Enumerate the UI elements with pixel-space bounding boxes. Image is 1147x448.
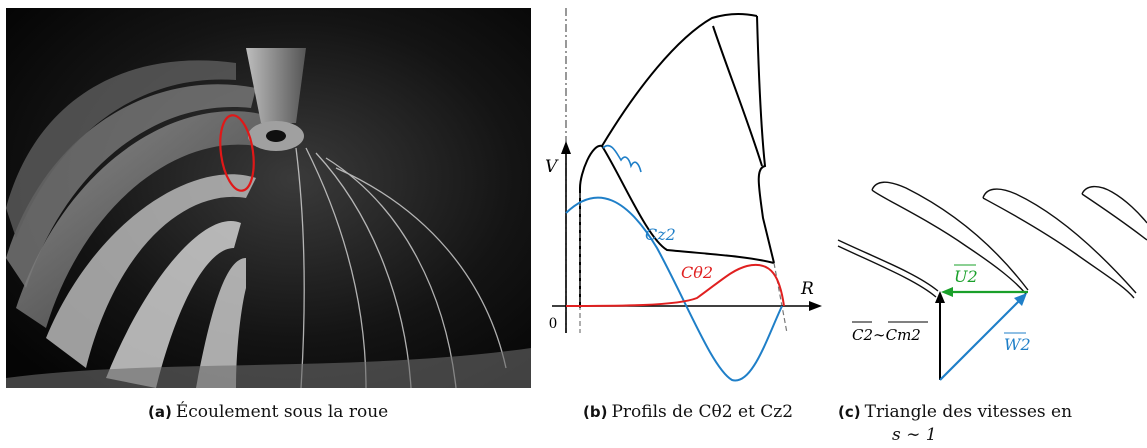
runner-flow-photo bbox=[6, 8, 531, 388]
caption-c-tag: (c) bbox=[838, 403, 861, 421]
w2-vector bbox=[939, 297, 1023, 381]
u2-label: U2 bbox=[954, 267, 978, 286]
caption-a-text: Écoulement sous la roue bbox=[175, 402, 389, 422]
caption-b-tag: (b) bbox=[583, 403, 608, 421]
caption-c: (c)Triangle des vitesses en bbox=[838, 401, 1072, 423]
c2-label: C2∼Cm2 bbox=[852, 326, 921, 344]
velocity-triangle-diagram: U2 W2 C2∼Cm2 bbox=[836, 8, 1147, 388]
blade-profiles bbox=[837, 181, 1147, 299]
cz2-curve bbox=[565, 196, 783, 382]
runner-blade-edges bbox=[295, 147, 507, 388]
flow-separation-wave bbox=[602, 144, 642, 173]
origin-label: 0 bbox=[549, 315, 557, 332]
ctheta2-label: Cθ2 bbox=[681, 263, 713, 282]
r-axis-label: R bbox=[800, 279, 814, 299]
runner-meridian-outline bbox=[579, 13, 775, 308]
caption-a-tag: (a) bbox=[148, 403, 172, 421]
runner-hub bbox=[246, 48, 306, 151]
w2-label: W2 bbox=[1004, 335, 1031, 354]
ctheta2-curve bbox=[565, 263, 785, 307]
cz2-label: Cz2 bbox=[645, 225, 676, 244]
velocity-profile-diagram: V R 0 Cz2 Cθ2 bbox=[537, 8, 824, 388]
caption-a: (a)Écoulement sous la roue bbox=[148, 401, 388, 423]
v-axis-label: V bbox=[545, 157, 559, 177]
caption-b: (b)Profils de Cθ2 et Cz2 bbox=[583, 401, 793, 423]
caption-b-text: Profils de Cθ2 et Cz2 bbox=[611, 402, 794, 422]
caption-c-text: Triangle des vitesses en bbox=[864, 402, 1073, 422]
vortex-highlight-ellipse bbox=[219, 114, 255, 192]
caption-c-line2: s ∼ 1 bbox=[892, 425, 937, 445]
